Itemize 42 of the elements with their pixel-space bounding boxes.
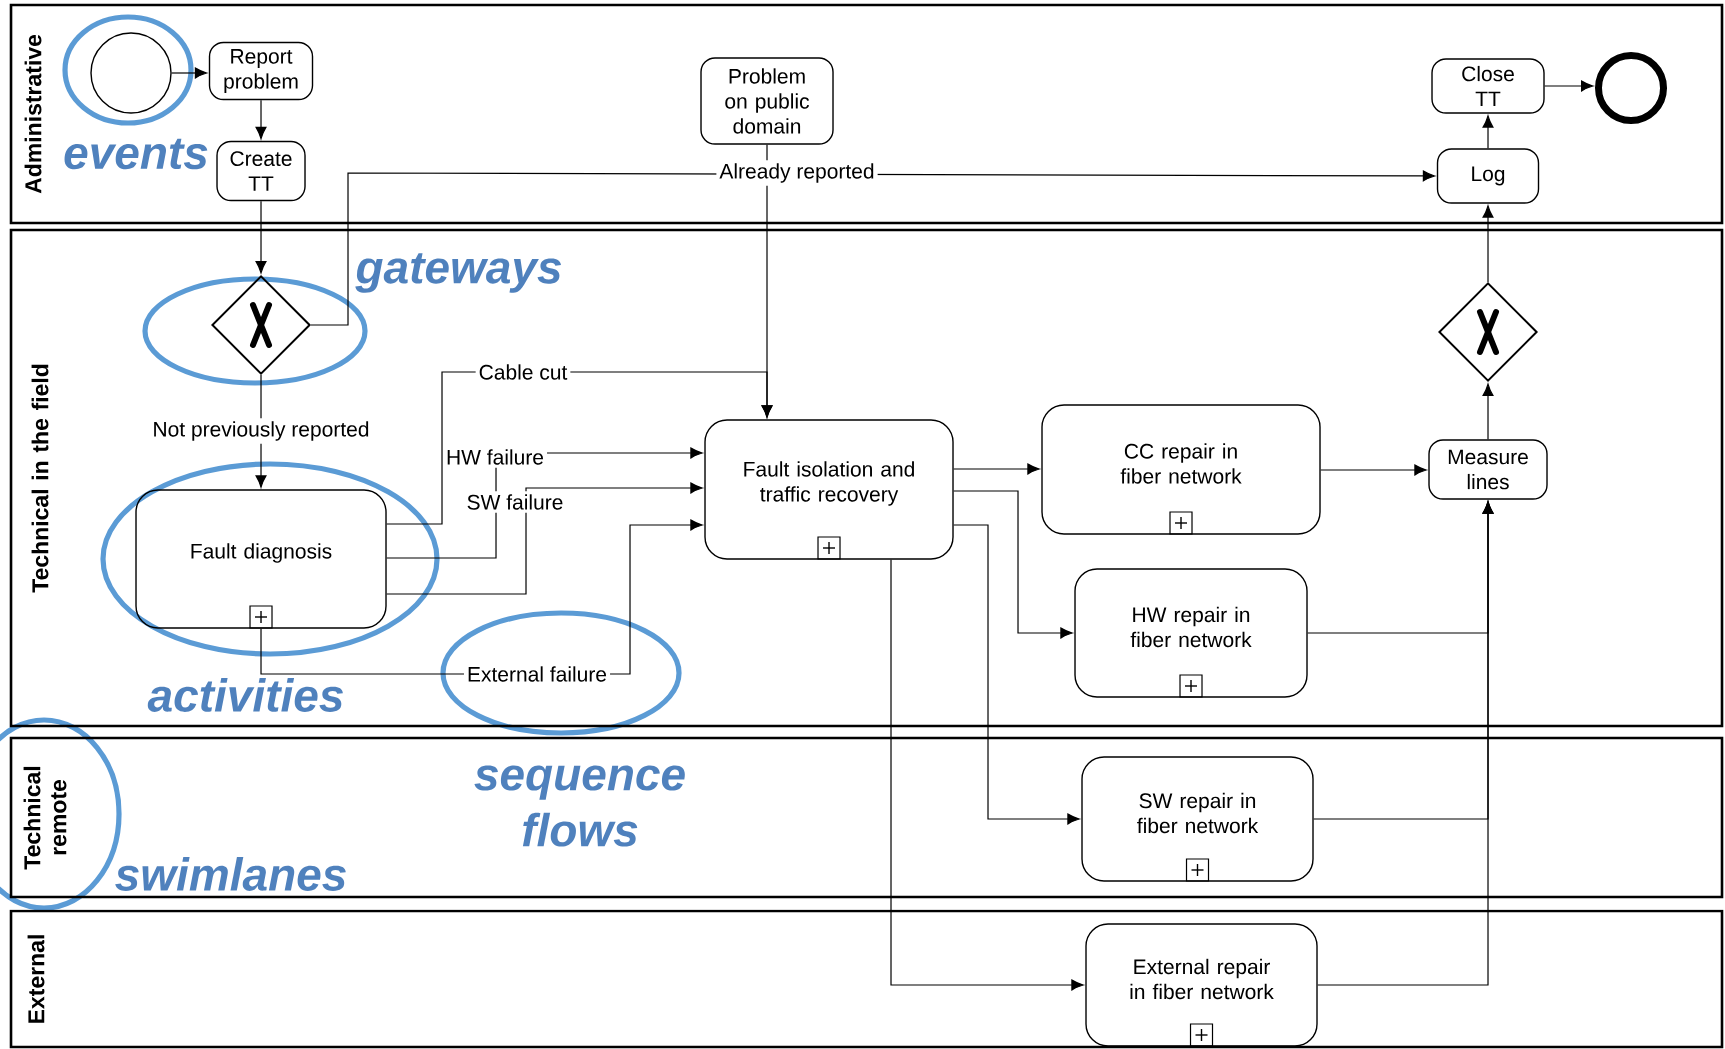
sequence-flow-arrow xyxy=(386,482,703,595)
subprocess-box: CC repair in fiber network xyxy=(1041,404,1321,535)
subprocess-box: HW repair in fiber network xyxy=(1074,568,1308,698)
sequence-flow-arrow xyxy=(1482,115,1494,149)
task-box: Close TT xyxy=(1431,58,1545,114)
sequence-flow-arrow xyxy=(953,524,1080,825)
annotation-label: swimlanes xyxy=(115,857,346,891)
subprocess-box: SW repair in fiber network xyxy=(1081,756,1314,882)
annotation-label: gateways xyxy=(355,253,561,293)
sequence-flow-arrow xyxy=(953,463,1040,475)
sequence-flow-arrow xyxy=(1320,464,1427,476)
edge-label: HW failure xyxy=(443,446,547,468)
gateway-diamond xyxy=(211,275,311,375)
sequence-flow-arrow xyxy=(761,144,773,418)
edge-label: SW failure xyxy=(463,491,567,513)
annotation-label: sequence flows xyxy=(474,765,685,847)
task-box: Log xyxy=(1436,148,1540,204)
sequence-flow-arrow xyxy=(1544,80,1594,92)
task-box: Create TT xyxy=(216,140,306,202)
gateway-diamond xyxy=(1438,282,1538,382)
task-box: Problem on public domain xyxy=(700,57,834,145)
edge-label: Not previously reported xyxy=(149,418,373,444)
start-event-circle xyxy=(90,32,172,114)
subprocess-box: Fault diagnosis xyxy=(135,489,387,629)
end-event-circle xyxy=(1595,52,1667,124)
edge-label: External failure xyxy=(464,663,611,685)
task-box: Measure lines xyxy=(1428,439,1548,500)
annotation-label: activities xyxy=(147,678,343,712)
annotation-label: events xyxy=(64,138,208,170)
sequence-flow-arrow xyxy=(1317,501,1494,986)
sequence-flow-arrow xyxy=(255,99,267,140)
sequence-flow-arrow xyxy=(890,559,1084,991)
subprocess-box: Fault isolation and traffic recovery xyxy=(704,419,954,560)
sequence-flow-arrow xyxy=(1482,205,1494,283)
sequence-flow-arrow xyxy=(953,490,1073,639)
sequence-flow-arrow xyxy=(171,67,208,79)
sequence-flow-arrow xyxy=(255,200,267,274)
sequence-flow-arrow xyxy=(1482,383,1494,440)
edge-label: Already reported xyxy=(716,160,878,186)
task-box: Report problem xyxy=(208,41,314,101)
edge-label: Cable cut xyxy=(475,361,571,383)
subprocess-box: External repair in fiber network xyxy=(1085,923,1318,1047)
